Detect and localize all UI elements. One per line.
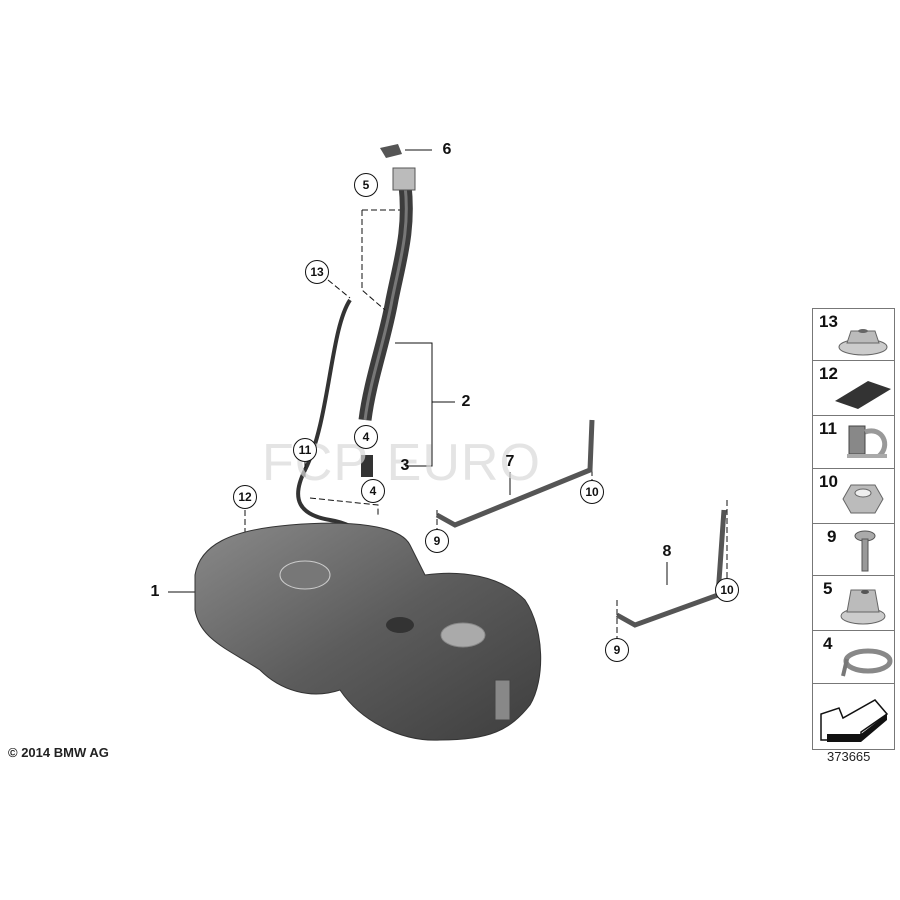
callout-circle-4: 4 — [354, 425, 378, 449]
copyright: © 2014 BMW AG — [8, 745, 109, 760]
filler-cap-part — [380, 144, 432, 158]
callout-circle-5: 5 — [354, 173, 378, 197]
bolt-icon — [854, 530, 876, 572]
flange-nut-icon — [838, 329, 888, 356]
hex-nut-icon — [842, 484, 884, 514]
filler-neck-part — [358, 167, 416, 421]
arrow-icon — [820, 699, 889, 742]
callout-circle-12: 12 — [233, 485, 257, 509]
tank-strap-8 — [615, 509, 727, 628]
legend-row-10: 10 — [813, 469, 894, 524]
legend-row-4: 4 — [813, 631, 894, 684]
hose-piece-part — [361, 455, 373, 477]
callout-circle-4b: 4 — [361, 479, 385, 503]
callout-circle-13: 13 — [305, 260, 329, 284]
callout-1: 1 — [150, 583, 160, 600]
watermark-logo: FCP EURO — [262, 434, 541, 492]
callout-6: 6 — [442, 141, 452, 158]
legend-row-13: 13 — [813, 309, 894, 361]
callout-3: 3 — [400, 457, 410, 474]
callout-7: 7 — [505, 453, 515, 470]
legend-row-11: 11 — [813, 416, 894, 469]
callout-circle-10b: 10 — [715, 578, 739, 602]
legend-row-9: 9 — [813, 524, 894, 576]
pad-icon — [835, 381, 891, 409]
fuel-tank-part — [194, 522, 542, 741]
clip-icon — [847, 425, 888, 458]
tank-strap-7 — [435, 419, 595, 528]
callout-2: 2 — [461, 393, 471, 410]
hose-clamp-icon — [841, 648, 893, 677]
legend-row-5: 5 — [813, 576, 894, 631]
callout-circle-9b: 9 — [605, 638, 629, 662]
diagram-number: 373665 — [827, 749, 871, 764]
callout-8: 8 — [662, 543, 672, 560]
flange-nut-icon — [840, 589, 886, 625]
legend-row-12: 12 — [813, 361, 894, 416]
legend-row-arrow — [813, 684, 894, 749]
callout-circle-9: 9 — [425, 529, 449, 553]
callout-circle-11: 11 — [293, 438, 317, 462]
callout-circle-10: 10 — [580, 480, 604, 504]
parts-legend-panel: 13 12 11 10 9 5 4 — [812, 308, 895, 750]
